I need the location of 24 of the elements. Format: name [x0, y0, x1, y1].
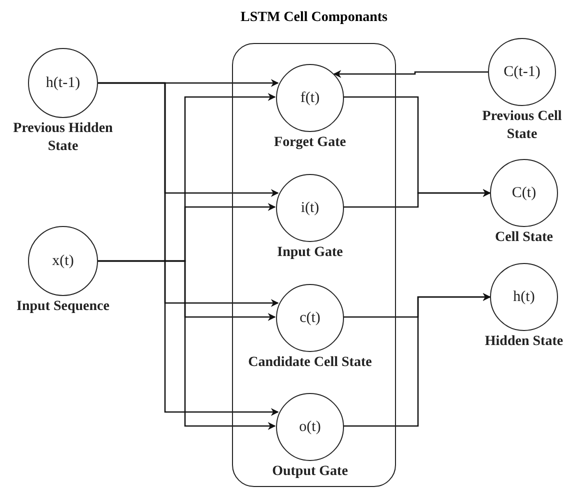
node-caption: Cell State: [494, 229, 554, 247]
node-label: C(t): [512, 184, 536, 202]
node-caption: Previous Hidden State: [12, 120, 114, 156]
node-label: o(t): [299, 418, 321, 436]
node-label: h(t-1): [46, 74, 80, 92]
node-caption: Forget Gate: [273, 134, 347, 152]
node-caption: Candidate Cell State: [247, 354, 373, 372]
node-label: f(t): [300, 90, 320, 106]
node-label: h(t): [513, 288, 535, 306]
node-caption: Hidden State: [484, 333, 564, 351]
node-label: C(t-1): [504, 64, 540, 80]
node-caption: Output Gate: [271, 463, 349, 481]
node-caption: Previous Cell State: [481, 108, 563, 144]
arrow: [98, 82, 279, 416]
node-label: x(t): [52, 252, 74, 270]
arrow: [98, 260, 276, 430]
arrow: [343, 293, 491, 427]
node-label: c(t): [300, 310, 320, 326]
arrow: [343, 189, 491, 208]
node-caption: Input Gate: [276, 244, 344, 262]
arrow: [333, 70, 488, 78]
node-label: i(t): [300, 200, 320, 216]
container-title: LSTM Cell Componants: [239, 10, 389, 26]
node-caption: Input Sequence: [16, 298, 110, 316]
